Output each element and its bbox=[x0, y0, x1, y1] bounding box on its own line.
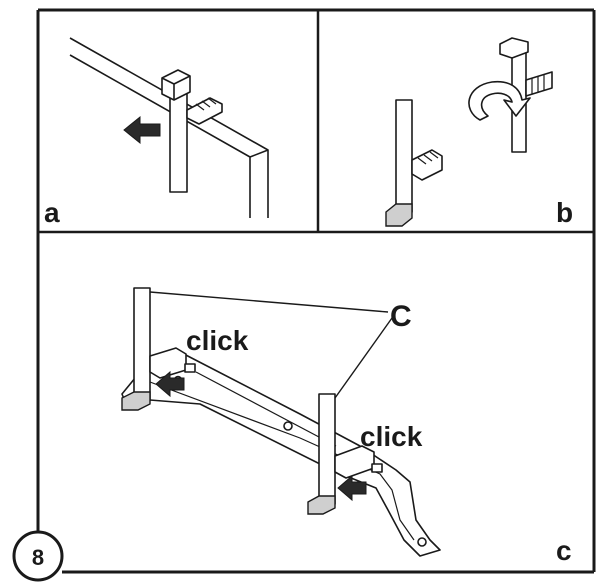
step-number-badge bbox=[12, 530, 64, 582]
figure-frame bbox=[36, 8, 596, 574]
panel-b-label: b bbox=[556, 197, 573, 228]
click-arrow-left-icon bbox=[155, 370, 185, 398]
panel-a-illustration bbox=[69, 37, 269, 218]
click-arrow-right-icon bbox=[337, 474, 367, 502]
push-arrow-icon bbox=[123, 115, 161, 145]
panel-c-label: c bbox=[556, 535, 572, 566]
click-label-left: click bbox=[186, 325, 249, 356]
rotate-arrow-icon bbox=[468, 80, 531, 121]
step-number: 8 bbox=[32, 545, 44, 570]
panel-c-illustration bbox=[121, 287, 441, 557]
part-letter-callout: C bbox=[390, 300, 412, 333]
panel-b-illustration bbox=[385, 37, 553, 227]
click-label-right: click bbox=[360, 421, 423, 452]
panel-a-label: a bbox=[44, 197, 60, 228]
